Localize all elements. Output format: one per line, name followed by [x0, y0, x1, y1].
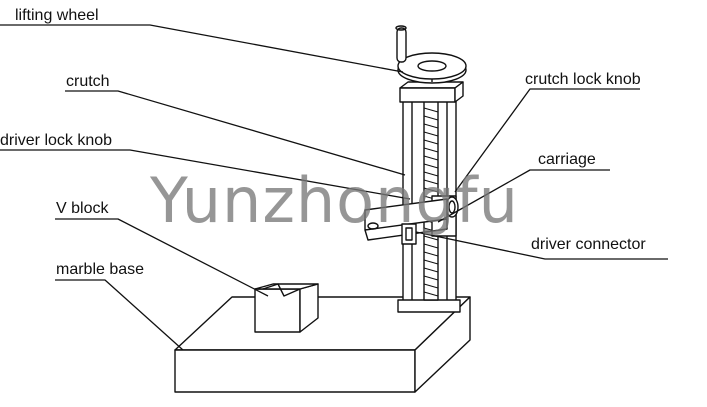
label-driver-connector: driver connector	[531, 236, 646, 253]
leader-lines	[0, 24, 668, 351]
label-carriage: carriage	[538, 151, 596, 168]
watermark-text: Yunzhongfu	[150, 164, 519, 237]
lifting-wheel	[395, 25, 467, 84]
label-crutch: crutch	[66, 73, 110, 90]
label-lifting-wheel: lifting wheel	[15, 7, 99, 24]
carriage	[364, 195, 459, 245]
label-crutch-lock-knob: crutch lock knob	[525, 71, 641, 88]
v-block	[254, 283, 319, 333]
label-v-block: V block	[56, 200, 109, 217]
label-driver-lock-knob: driver lock knob	[0, 132, 113, 149]
marble-base	[174, 296, 471, 393]
top-block	[399, 81, 464, 103]
label-marble-base: marble base	[56, 261, 145, 278]
